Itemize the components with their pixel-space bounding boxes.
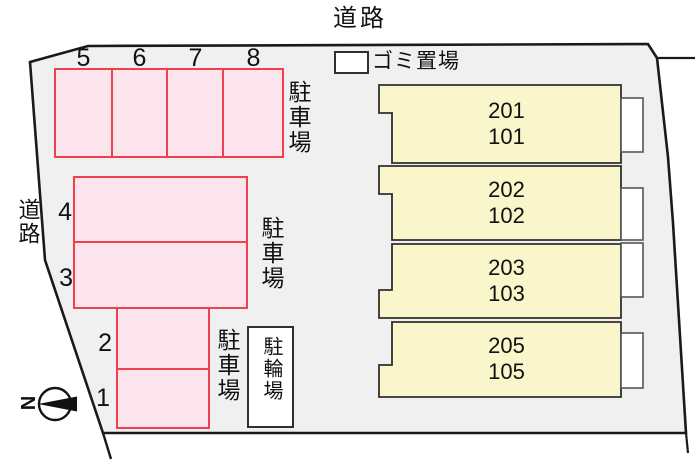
stall-number-7: 7 — [188, 44, 203, 72]
garbage-area-box — [334, 51, 369, 74]
unit-101-label: 101 — [488, 124, 525, 149]
stall-number-1: 1 — [96, 384, 110, 412]
stall-number-3: 3 — [59, 264, 73, 292]
unit-202-102-shape — [378, 165, 622, 241]
parking-area-label-top: 駐車場 — [285, 80, 311, 155]
building-units — [378, 84, 622, 398]
parking-stall-6 — [111, 68, 168, 158]
stall-number-6: 6 — [132, 44, 147, 72]
boundary-extension-right-line — [684, 432, 690, 454]
unit-202-label: 202 — [488, 177, 525, 202]
balcony-unit-201 — [620, 97, 644, 153]
unit-103-label: 103 — [488, 281, 525, 306]
parking-block-low — [116, 307, 210, 429]
unit-205-label: 205 — [488, 333, 525, 358]
stall-number-8: 8 — [246, 44, 261, 72]
unit-203-label: 203 — [488, 255, 525, 280]
stall-number-4: 4 — [58, 198, 72, 226]
parking-stall-4 — [73, 176, 248, 243]
parking-stall-2 — [116, 307, 210, 370]
parking-stall-5 — [54, 68, 113, 158]
balcony-unit-202 — [620, 187, 644, 241]
parking-area-label-low: 駐車場 — [214, 328, 240, 403]
unit-201-101-shape — [378, 84, 622, 164]
compass-north-label: N — [16, 395, 38, 411]
parking-stall-8 — [222, 68, 284, 158]
parking-stall-1 — [116, 368, 210, 429]
parking-block-mid — [73, 176, 248, 309]
boundary-extension-left-line — [101, 432, 113, 460]
garbage-area-label: ゴミ置場 — [372, 50, 460, 73]
north-compass-icon — [37, 386, 77, 422]
unit-201-label: 201 — [488, 98, 525, 123]
balcony-unit-205 — [620, 332, 644, 389]
bicycle-parking-box — [247, 326, 294, 428]
parking-area-label-mid: 駐車場 — [258, 216, 284, 291]
stall-number-2: 2 — [98, 329, 112, 357]
parking-row-top — [54, 68, 284, 158]
balconies — [620, 97, 644, 389]
unit-102-label: 102 — [488, 203, 525, 228]
parking-stall-7 — [166, 68, 224, 158]
balcony-unit-203 — [620, 242, 644, 298]
parking-stall-3 — [73, 241, 248, 309]
bicycle-parking-label: 駐輪場 — [260, 336, 282, 402]
unit-105-label: 105 — [488, 359, 525, 384]
road-label-left: 道路 — [15, 198, 41, 246]
unit-205-105-shape — [378, 321, 622, 398]
stall-number-5: 5 — [76, 44, 91, 72]
road-label-top: 道路 — [333, 5, 387, 32]
